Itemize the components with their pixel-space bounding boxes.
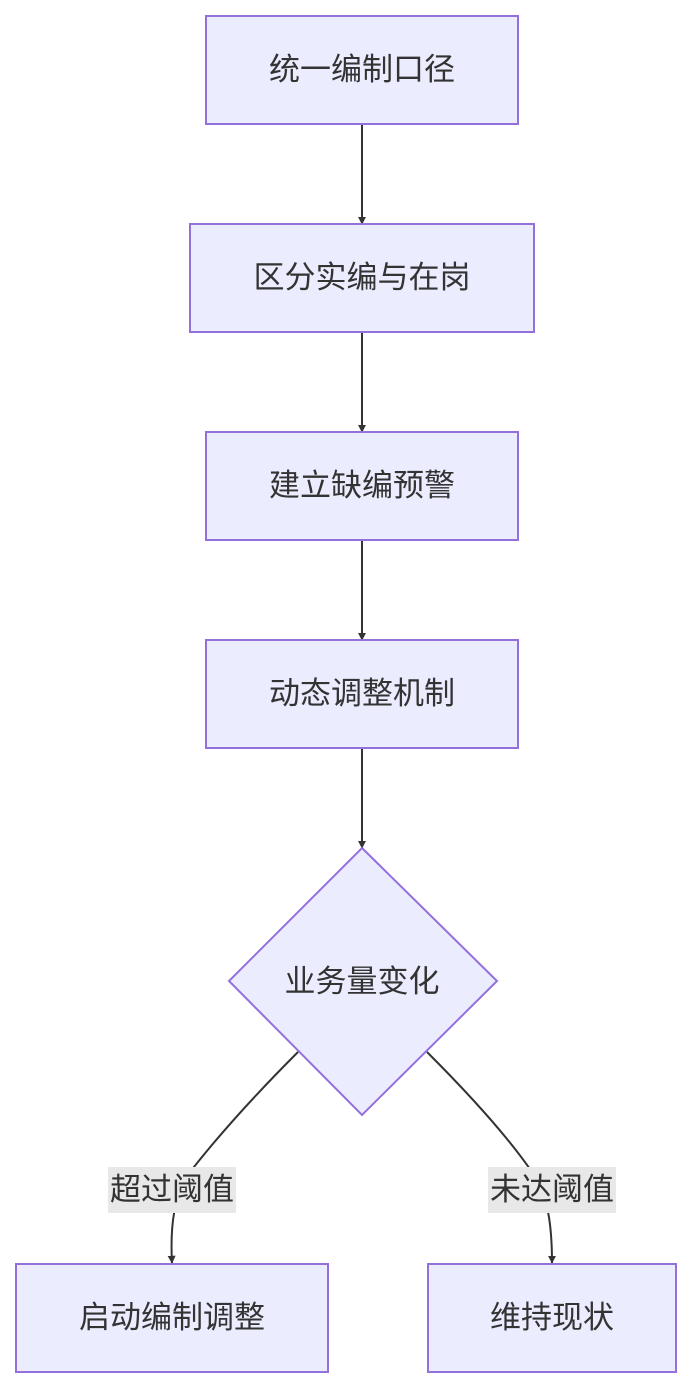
node-decision-label: 业务量变化 — [285, 964, 440, 1000]
node-warning-label: 建立缺编预警 — [269, 468, 455, 504]
node-distinguish-label: 区分实编与在岗 — [254, 260, 471, 296]
edge-decision-to-start-adjust — [167, 1051, 299, 1264]
node-warning: 建立缺编预警 — [205, 431, 519, 541]
node-maintain-label: 维持现状 — [490, 1300, 614, 1336]
node-maintain: 维持现状 — [427, 1263, 677, 1373]
node-dynamic: 动态调整机制 — [205, 639, 519, 749]
edge-label-below: 未达阈值 — [488, 1167, 616, 1213]
node-distinguish: 区分实编与在岗 — [189, 223, 535, 333]
edge-label-exceed: 超过阈值 — [108, 1167, 236, 1213]
edge-label-exceed-text: 超过阈值 — [110, 1172, 234, 1208]
node-start-adjust: 启动编制调整 — [15, 1263, 329, 1373]
node-start-adjust-label: 启动编制调整 — [79, 1300, 265, 1336]
edge-decision-to-maintain — [426, 1051, 556, 1264]
node-unify-label: 统一编制口径 — [269, 52, 455, 88]
edge-label-below-text: 未达阈值 — [490, 1172, 614, 1208]
node-decision: 业务量变化 — [227, 846, 499, 1117]
node-unify: 统一编制口径 — [205, 15, 519, 125]
node-dynamic-label: 动态调整机制 — [269, 676, 455, 712]
